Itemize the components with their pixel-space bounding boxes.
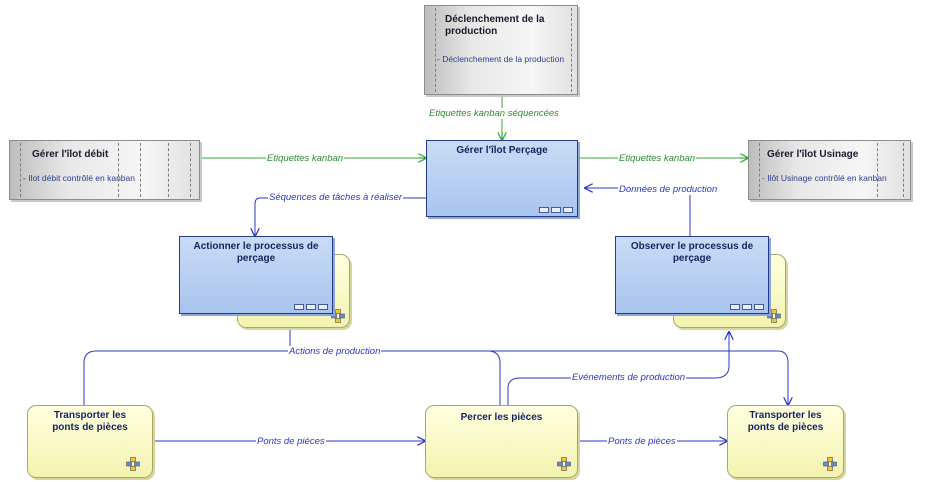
process-transporter-1[interactable]: Transporter les ponts de pièces [27, 405, 153, 478]
divider [190, 143, 191, 197]
external-debit-desc: - Ilot débit contrôlé en kanban [23, 173, 135, 183]
divider [571, 8, 572, 92]
external-debit[interactable]: Gérer l'îlot débit - Ilot débit contrôlé… [9, 140, 200, 200]
process-cross-icon [126, 457, 140, 471]
activity-actionner-title: Actionner le processus de perçage [193, 241, 319, 264]
external-usinage-title: Gérer l'îlot Usinage [767, 149, 859, 160]
flow-label-donnees-production: Données de production [618, 184, 719, 195]
process-cross-icon [557, 457, 571, 471]
flow-donnees-production[interactable] [585, 188, 691, 236]
process-transporter-1-title: Transporter les ponts de pièces [52, 410, 128, 433]
external-debit-title: Gérer l'îlot débit [32, 149, 109, 160]
divider [903, 143, 904, 197]
activity-observer[interactable]: Observer le processus de perçage [615, 236, 769, 314]
activity-chain-icon [294, 304, 328, 310]
flow-actions-production[interactable] [83, 328, 788, 405]
activity-percage[interactable]: Gérer l'îlot Perçage [426, 140, 578, 217]
flow-label-kanban-right: Etiquettes kanban [618, 153, 697, 164]
divider [759, 143, 760, 197]
flow-label-sequences-taches: Séquences de tâches à réaliser [268, 192, 404, 203]
process-transporter-2[interactable]: Transporter les ponts de pièces [727, 405, 844, 478]
external-declenchement-title: Déclenchement de la production [445, 14, 545, 37]
flow-label-evenements-production: Evénements de production [571, 372, 687, 383]
process-percer[interactable]: Percer les pièces [425, 405, 578, 478]
flow-sequences-taches[interactable] [255, 197, 426, 236]
process-percer-title: Percer les pièces [460, 412, 543, 423]
flow-label-kanban-sequencees: Etiquettes kanban séquencées [428, 108, 560, 119]
divider [435, 8, 436, 92]
flow-label-ponts-right: Ponts de pièces [607, 436, 677, 447]
process-cross-icon [823, 457, 837, 471]
external-declenchement-desc: - Déclenchement de la production [437, 54, 565, 64]
divider [140, 143, 141, 197]
activity-percage-title: Gérer l'îlot Perçage [456, 145, 548, 156]
flow-evenements-production[interactable] [507, 332, 729, 405]
flow-label-actions-production: Actions de production [288, 346, 382, 357]
activity-observer-title: Observer le processus de perçage [630, 241, 754, 264]
process-cross-icon [331, 309, 345, 323]
external-declenchement[interactable]: Déclenchement de la production - Déclenc… [424, 5, 578, 95]
flow-label-ponts-left: Ponts de pièces [256, 436, 326, 447]
divider [168, 143, 169, 197]
external-usinage-desc: - Ilôt Usinage contrôlé en kanban [762, 173, 887, 183]
divider [118, 143, 119, 197]
divider [20, 143, 21, 197]
divider [877, 143, 878, 197]
activity-chain-icon [730, 304, 764, 310]
activity-chain-icon [539, 207, 573, 213]
activity-actionner[interactable]: Actionner le processus de perçage [179, 236, 333, 314]
flow-label-kanban-left: Etiquettes kanban [266, 153, 345, 164]
process-cross-icon [767, 309, 781, 323]
external-usinage[interactable]: Gérer l'îlot Usinage - Ilôt Usinage cont… [748, 140, 911, 200]
process-transporter-2-title: Transporter les ponts de pièces [747, 410, 824, 433]
